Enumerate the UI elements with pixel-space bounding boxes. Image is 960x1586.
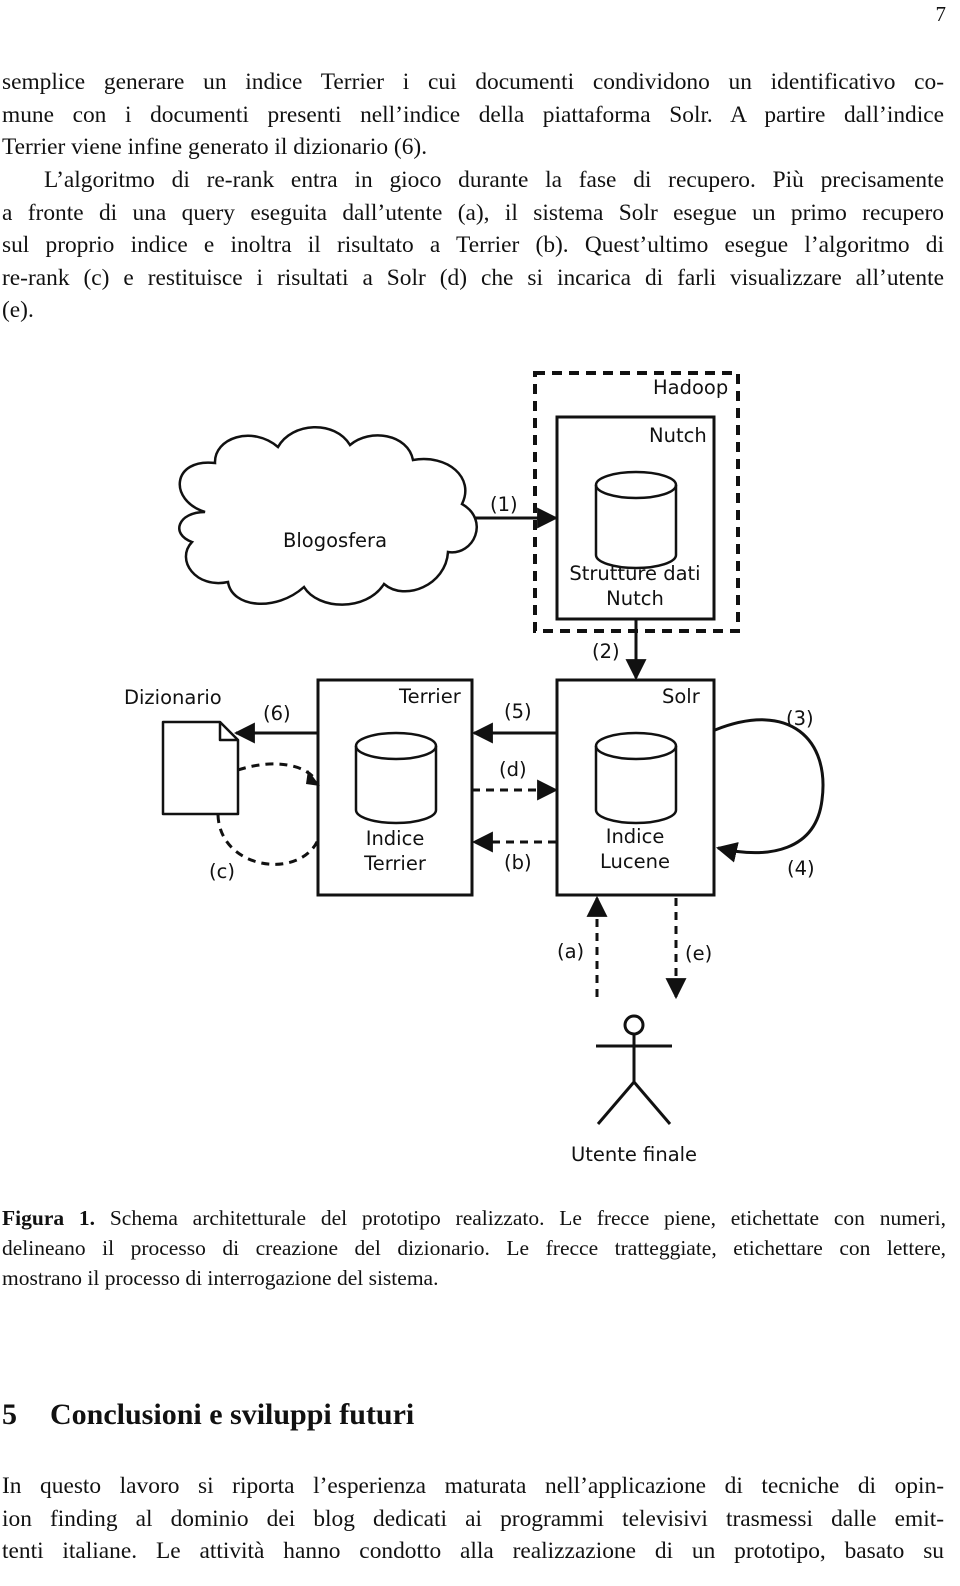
label-a: (a): [557, 940, 584, 963]
text-line: Terrier viene infine generato il diziona…: [2, 134, 428, 160]
terrier-label: Terrier: [398, 685, 462, 708]
user-icon: [596, 1014, 672, 1125]
text-line: In questo lavoro si riporta l’esperienza…: [2, 1473, 944, 1499]
text-line: a fronte di una query eseguita dall’uten…: [2, 199, 944, 226]
document-icon: [161, 720, 240, 816]
paragraph-3: In questo lavoro si riporta l’esperienza…: [2, 1470, 944, 1568]
terrier-box: [316, 678, 474, 897]
section-heading: 5 Conclusioni e sviluppi futuri: [2, 1398, 414, 1432]
indice-terrier-label-2: Terrier: [363, 852, 427, 875]
page-number: 7: [935, 2, 947, 26]
indice-terrier-cylinder-icon: [354, 731, 438, 825]
label-4: (4): [787, 857, 815, 880]
section-number: 5: [2, 1398, 17, 1431]
caption-label: Figura 1.: [2, 1206, 96, 1230]
indice-lucene-cylinder-icon: [594, 731, 678, 825]
hadoop-label: Hadoop: [653, 376, 728, 399]
label-1: (1): [490, 493, 518, 516]
cloud-icon: [178, 426, 478, 606]
utente-finale-label: Utente finale: [571, 1143, 697, 1166]
text-line: re-rank (c) e restituisce i risultati a …: [2, 264, 944, 291]
indice-lucene-label-2: Lucene: [600, 850, 670, 873]
text-line: semplice generare un indice Terrier i cu…: [2, 69, 944, 95]
caption-text: Schema architetturale del prototipo real…: [95, 1206, 946, 1230]
blogosfera-label: Blogosfera: [283, 529, 387, 552]
strutture-dati-cylinder-icon: [594, 470, 678, 570]
text-line: sul proprio indice e inoltra il risultat…: [2, 232, 944, 258]
paragraph-1: semplice generare un indice Terrier i cu…: [2, 66, 944, 164]
text-line: (e).: [2, 297, 34, 323]
label-e: (e): [685, 942, 712, 965]
indice-terrier-label: Indice: [366, 827, 425, 850]
text-line: ion finding al dominio dei blog dedicati…: [2, 1505, 944, 1532]
strutture-dati-label: Strutture dati: [569, 562, 700, 585]
arrow-3-4: [714, 718, 825, 863]
solr-label: Solr: [662, 685, 701, 708]
architecture-diagram: Hadoop Nutch Strutture dati Nutch Blogos…: [124, 371, 825, 1166]
paragraph-2: L’algoritmo di re-rank entra in gioco du…: [2, 164, 944, 327]
caption-line: delineano il processo di creazione del d…: [2, 1236, 946, 1260]
indice-lucene-label: Indice: [606, 825, 665, 848]
strutture-dati-label-2: Nutch: [606, 587, 664, 610]
label-d: (d): [499, 758, 527, 781]
label-5: (5): [504, 700, 532, 723]
nutch-label: Nutch: [649, 424, 707, 447]
caption-line: mostrano il processo di interrogazione d…: [2, 1266, 439, 1290]
arrow-c-head: [306, 770, 320, 786]
text-line: tenti italiane. Le attività hanno condot…: [2, 1538, 944, 1564]
label-6: (6): [263, 702, 291, 725]
text-line: L’algoritmo di re-rank entra in gioco du…: [44, 167, 944, 193]
label-c: (c): [209, 860, 235, 883]
label-3: (3): [786, 707, 814, 730]
figure-caption: Figura 1. Schema architetturale del prot…: [2, 1203, 946, 1293]
dizionario-label: Dizionario: [124, 686, 222, 709]
caption-line: Figura 1. Schema architetturale del prot…: [2, 1203, 946, 1233]
label-b: (b): [504, 851, 532, 874]
text-line: mune con i documenti presenti nell’indic…: [2, 101, 944, 128]
section-title: Conclusioni e sviluppi futuri: [50, 1398, 415, 1431]
label-2: (2): [592, 640, 620, 663]
